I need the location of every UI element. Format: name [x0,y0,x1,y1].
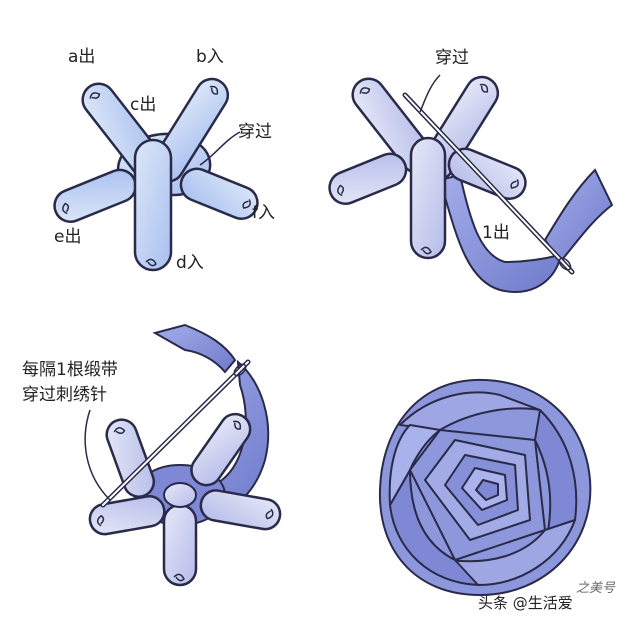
panel-4-finished-rose [378,378,592,596]
label-3-leader-line [84,409,111,501]
pass-leader-line [199,131,241,166]
needle-icon [402,92,575,275]
pass-leader-line-2 [419,74,441,113]
rose-core [475,479,499,501]
petal-e [53,168,137,224]
petal-3-e [88,495,166,536]
petal-3-f [199,489,282,531]
ribbon-3-top [152,323,237,374]
label-a-out: a出 [68,47,95,67]
label-3-line-2: 穿过刺绣针 [22,385,107,405]
label-b-in: b入 [196,47,224,67]
panel-3-weaving: 每隔1根缎带 穿过刺绣针 [22,323,282,587]
label-e-out: e出 [54,227,81,247]
watermark-text: 头条 @生活爱 [478,594,573,612]
panel-1-star-stitch: a出 b入 c出 穿过 e出 f入 d入 [53,47,275,273]
needle-icon-3 [100,359,251,508]
panel-2-ribbon-threading: 穿过 1出 [328,48,614,293]
stamp-logo: 之美号 [576,581,616,596]
label-c-out: c出 [130,95,156,115]
petal-3-b [190,412,252,487]
petal-2-e [328,152,408,206]
ribbon-tail [543,168,614,264]
label-f-in: f入 [252,203,275,223]
center-knot [163,482,197,508]
label-d-in: d入 [176,253,204,273]
petal-2-d [409,136,447,260]
label-one-out: 1出 [482,223,510,243]
petal-f [179,167,259,221]
petal-3-d [162,503,198,587]
label-3-line-1: 每隔1根缎带 [22,360,118,380]
label-pass-2: 穿过 [435,48,469,68]
petal-d [133,138,173,272]
label-pass: 穿过 [238,122,272,142]
